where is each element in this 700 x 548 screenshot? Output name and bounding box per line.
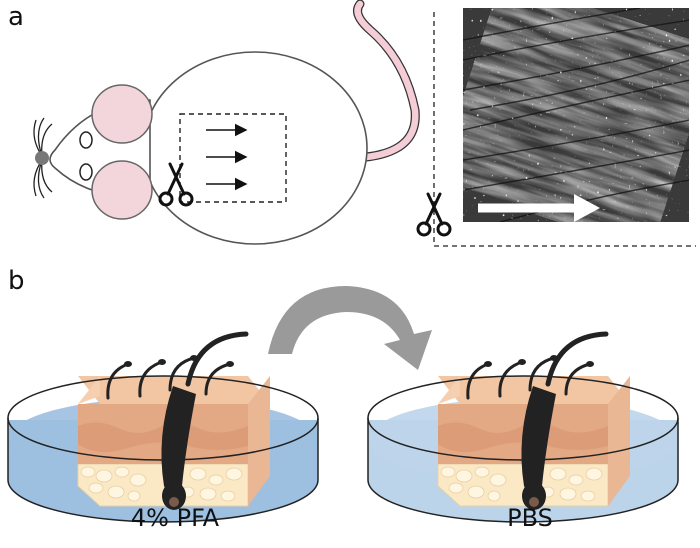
panel-label-b: b [8,266,25,296]
mouse-illustration [33,0,420,245]
skin-sample [78,334,270,510]
arrow-icon [574,194,600,222]
petri-dish-pfa [7,334,319,523]
transfer-arrow-icon [268,286,432,370]
panel-label-a: a [8,2,24,32]
mouse-eye [79,163,93,181]
mouse-ear-bottom [91,160,153,220]
dish-label-pfa: 4% PFA [130,504,220,532]
mouse-nose [35,151,49,165]
mouse-eye [79,131,93,149]
mouse-ear-top [91,84,153,144]
skin-sample [438,334,630,510]
dish-label-pbs: PBS [507,504,553,532]
petri-dish-pbs [367,334,679,523]
mouse-body [142,51,368,245]
excision-area [179,113,287,203]
microscopy-image [416,8,696,247]
